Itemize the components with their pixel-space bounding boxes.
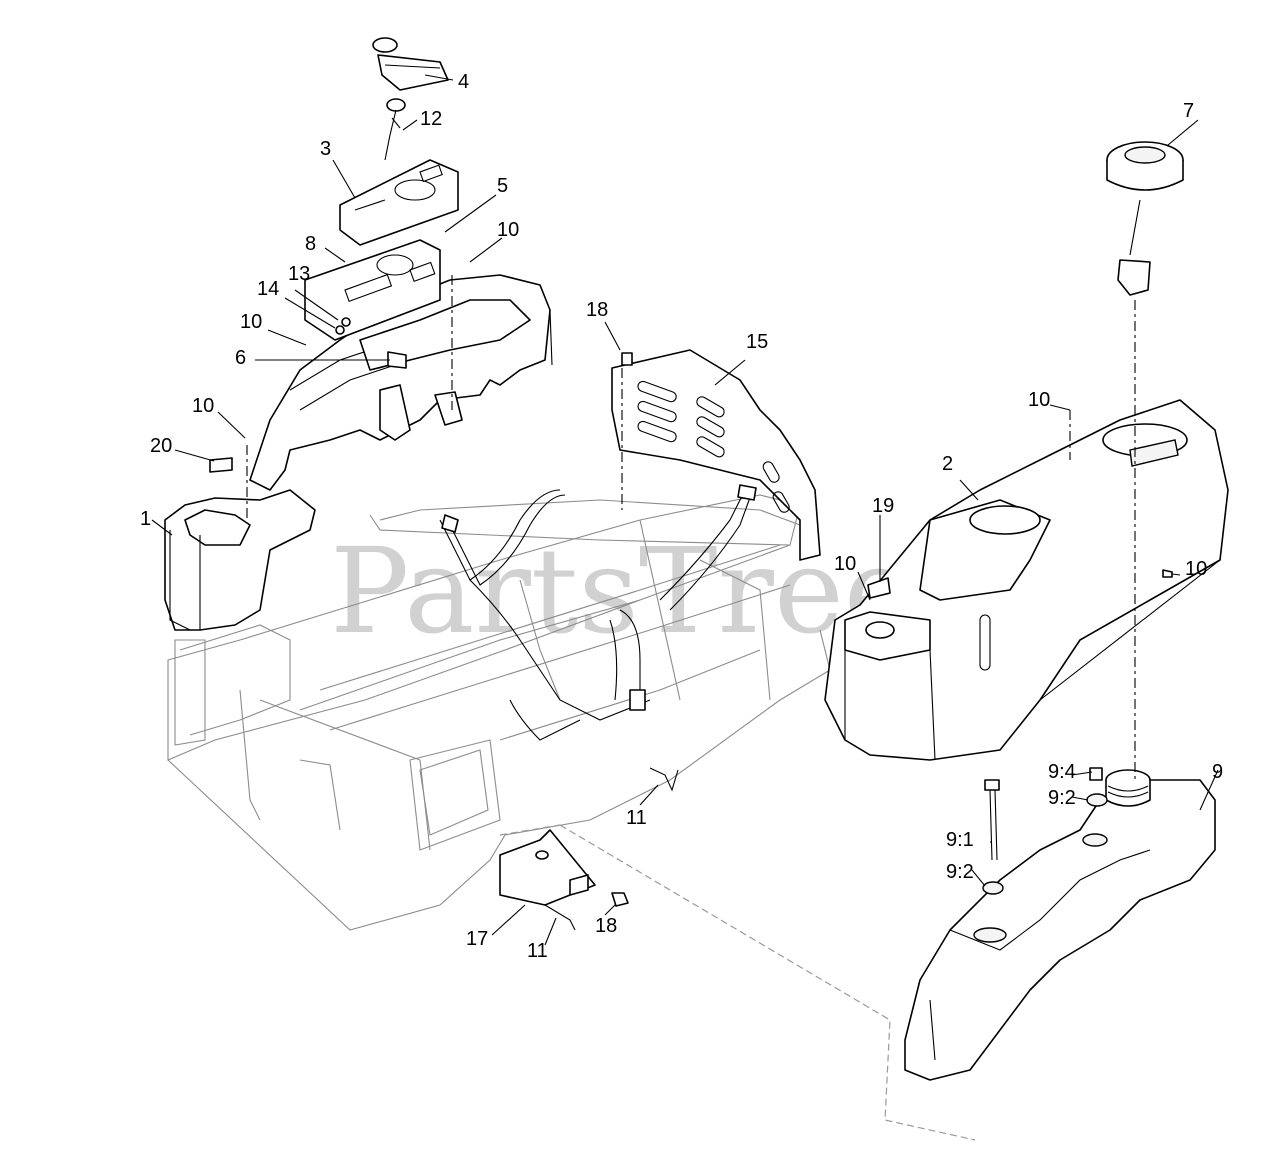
callout-4: 4: [458, 71, 469, 93]
callout-9: 9: [1212, 761, 1223, 783]
callout-8: 8: [305, 233, 316, 255]
part-19-decal[interactable]: [867, 577, 891, 599]
part-14-washer[interactable]: [335, 325, 345, 335]
part-6-clip[interactable]: [387, 351, 407, 369]
part-2-right-console[interactable]: [824, 399, 1229, 761]
callout-11-b: 11: [527, 940, 548, 962]
part-18-nut-lower[interactable]: [611, 892, 629, 907]
part-7-gas-cap[interactable]: [1106, 141, 1184, 296]
part-9-1-tube[interactable]: [984, 779, 1000, 861]
part-9-fuel-tank[interactable]: [904, 769, 1216, 1081]
callout-18-b: 18: [595, 915, 617, 937]
part-3-plate[interactable]: [339, 159, 459, 246]
callout-6: 6: [235, 347, 246, 369]
part-9-2-grommet-lower[interactable]: [982, 881, 1004, 895]
callout-9-2-upper: 9:2: [1048, 787, 1076, 809]
callout-13: 13: [288, 263, 310, 285]
callout-10-b: 10: [240, 311, 262, 333]
callout-2: 2: [942, 453, 953, 475]
callout-10-d: 10: [1028, 389, 1050, 411]
part-10-screw-right[interactable]: [1162, 569, 1173, 578]
callout-10-a: 10: [497, 219, 519, 241]
callout-17: 17: [466, 928, 488, 950]
part-9-2-grommet-upper[interactable]: [1086, 793, 1108, 807]
callout-9-1: 9:1: [946, 829, 974, 851]
part-13-nut[interactable]: [341, 317, 351, 327]
part-8-plate[interactable]: [304, 239, 441, 341]
callout-7: 7: [1183, 100, 1194, 122]
callout-10-e: 10: [834, 553, 856, 575]
part-1-left-console[interactable]: [164, 457, 316, 631]
callout-9-2-lower: 9:2: [946, 861, 974, 883]
callout-1: 1: [140, 508, 151, 530]
callout-labels: 4 12 3 5 10 8 13 14 10 6 10 20 1 18 15 7…: [140, 71, 1223, 962]
callout-14: 14: [257, 278, 279, 300]
part-12-cable[interactable]: [384, 98, 406, 161]
callout-11-a: 11: [626, 807, 647, 829]
alignment-lines: [246, 275, 1136, 780]
leader-lines: [151, 74, 1219, 946]
callout-18-a: 18: [586, 299, 608, 321]
part-4-knob[interactable]: [372, 37, 449, 91]
callout-10-c: 10: [192, 395, 214, 417]
part-1-fender-body[interactable]: [249, 274, 553, 491]
part-15-shield[interactable]: [611, 349, 821, 561]
part-17-bracket[interactable]: [499, 829, 596, 931]
callout-15: 15: [746, 331, 768, 353]
callout-5: 5: [497, 175, 508, 197]
wire-harness: [439, 484, 757, 741]
part-9-4-fitting[interactable]: [1089, 767, 1103, 781]
callout-20: 20: [150, 435, 172, 457]
callout-9-4: 9:4: [1048, 761, 1076, 783]
callout-3: 3: [320, 138, 331, 160]
callout-19: 19: [872, 495, 894, 517]
callout-12: 12: [420, 108, 442, 130]
chassis-frame: [167, 494, 976, 1141]
part-11-clip-upper[interactable]: [649, 767, 679, 792]
callout-10-f: 10: [1185, 558, 1207, 580]
